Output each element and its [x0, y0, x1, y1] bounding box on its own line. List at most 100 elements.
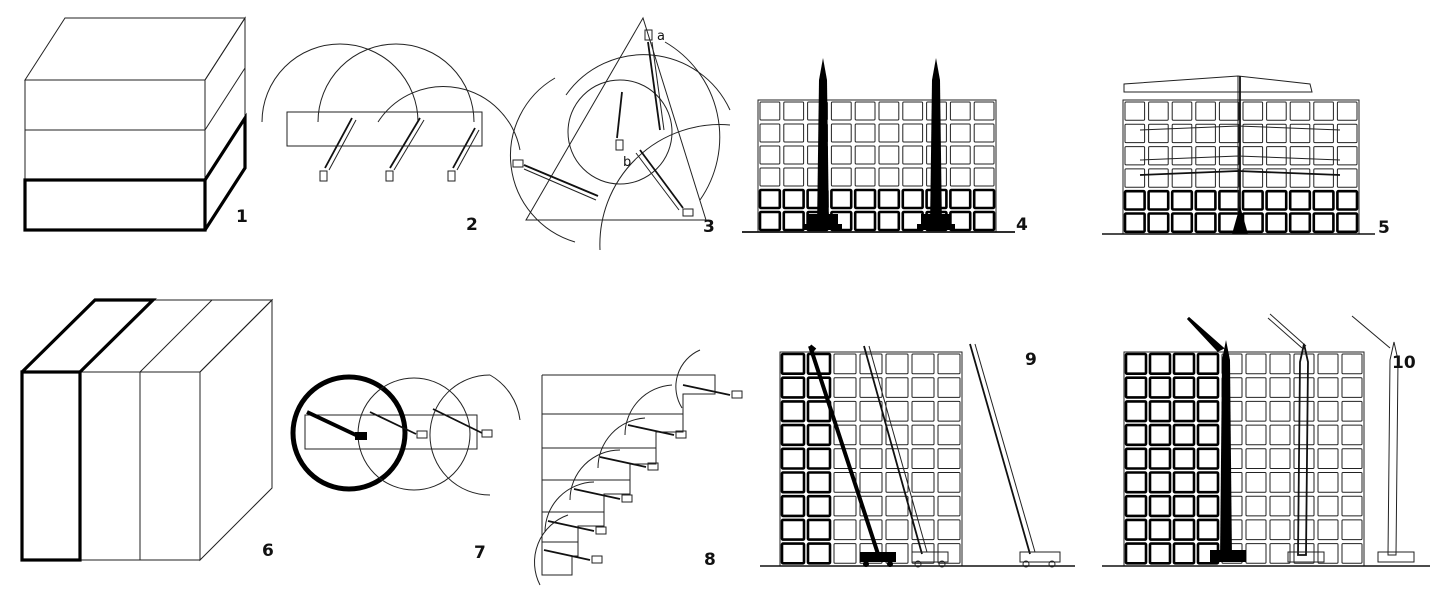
- building-window: [1124, 447, 1148, 470]
- building-window: [780, 447, 806, 470]
- crane-jib: [599, 456, 659, 471]
- figure-1-label: 1: [236, 207, 248, 227]
- building-window: [780, 423, 806, 447]
- building-window: [1269, 495, 1291, 517]
- building-window: [1172, 518, 1196, 541]
- building-window: [1341, 495, 1363, 517]
- building-window: [1148, 352, 1172, 376]
- building-window: [806, 423, 832, 447]
- building-window: [1341, 424, 1363, 446]
- building-window: [1266, 101, 1287, 121]
- figure-3-label: 3: [703, 217, 715, 237]
- building-window: [1124, 423, 1148, 447]
- building-window: [1341, 519, 1363, 541]
- building-window: [1269, 377, 1291, 398]
- building-window: [833, 519, 857, 541]
- building-window: [949, 167, 971, 187]
- figure-6-label: 6: [262, 541, 274, 561]
- figure-5-climbing-crane: 5: [1102, 75, 1390, 238]
- building-window: [911, 377, 935, 398]
- building-window: [1317, 519, 1339, 541]
- building-window: [1336, 168, 1358, 188]
- building-window: [780, 542, 806, 565]
- building-window-grid: [1123, 101, 1359, 234]
- building-window: [1124, 518, 1148, 541]
- building-window: [911, 353, 935, 375]
- building-window: [937, 543, 961, 564]
- crane-bold: [1186, 316, 1246, 562]
- building-window: [806, 400, 832, 423]
- building-window: [759, 145, 781, 165]
- building-window: [1341, 377, 1363, 398]
- building-window: [1148, 400, 1172, 423]
- building-window: [1196, 447, 1220, 470]
- crane-jib-b: [615, 91, 624, 151]
- building-window: [853, 210, 877, 232]
- figure-8-label: 8: [704, 550, 716, 570]
- crane-jib: [447, 127, 480, 182]
- building-window: [1245, 424, 1267, 446]
- building-window: [782, 210, 805, 232]
- building-window: [1148, 518, 1172, 541]
- building-window: [1341, 400, 1363, 422]
- building-window: [859, 472, 883, 493]
- building-window: [1269, 472, 1291, 493]
- figure-10-label: 10: [1392, 353, 1416, 373]
- crane-jib: [627, 424, 687, 439]
- building-window: [1289, 101, 1311, 121]
- crane-jib: [319, 117, 357, 182]
- building-window: [1196, 471, 1220, 494]
- building-window: [937, 400, 961, 422]
- building-window: [1269, 353, 1291, 375]
- building-window: [1293, 424, 1315, 446]
- building-window: [885, 519, 909, 541]
- building-window: [973, 167, 995, 187]
- figure-9-mobile-cranes: 9: [760, 343, 1075, 568]
- building-window: [1269, 543, 1291, 564]
- building-window: [885, 495, 909, 517]
- building-window: [1124, 376, 1148, 399]
- building-window: [1242, 168, 1264, 188]
- building-window: [1218, 168, 1240, 188]
- building-window: [1313, 123, 1334, 144]
- mobile-crane-bold: [808, 344, 896, 567]
- building-window: [1172, 376, 1196, 399]
- building-window: [859, 424, 883, 446]
- building-window: [1148, 447, 1172, 470]
- building-window: [830, 167, 852, 187]
- building-window: [1196, 376, 1220, 399]
- point-label-a: a: [657, 29, 665, 44]
- building-window: [1245, 519, 1267, 541]
- building-window: [780, 376, 806, 399]
- building-window: [1148, 146, 1169, 166]
- building-window: [902, 145, 924, 165]
- building-window: [973, 145, 995, 165]
- building-window: [1313, 101, 1334, 121]
- building-window: [1289, 123, 1311, 144]
- building-window: [877, 210, 901, 232]
- building-window: [759, 123, 781, 143]
- building-window: [1317, 543, 1339, 564]
- building-window: [937, 377, 961, 398]
- crane-jib-right: [635, 149, 694, 217]
- building-window: [1147, 189, 1170, 211]
- building-window: [1245, 543, 1267, 564]
- figure-2-label: 2: [466, 215, 478, 235]
- building-window: [885, 400, 909, 422]
- tower-crane: [917, 58, 955, 230]
- building-window: [782, 188, 805, 210]
- building-window: [1172, 447, 1196, 470]
- building-window: [1265, 189, 1288, 211]
- building-window: [783, 167, 805, 187]
- building-window: [878, 145, 900, 165]
- building-window: [937, 353, 961, 375]
- figure-1-stacked-layers: 1: [23, 16, 248, 232]
- mobile-crane: [969, 343, 1061, 568]
- building-window: [911, 472, 935, 493]
- building-window: [783, 145, 805, 165]
- building-window: [911, 495, 935, 517]
- building-window: [937, 424, 961, 446]
- building-window: [1124, 123, 1146, 144]
- figure-3-triangular-coverage: a b 3: [509, 16, 731, 251]
- building-window: [1317, 424, 1339, 446]
